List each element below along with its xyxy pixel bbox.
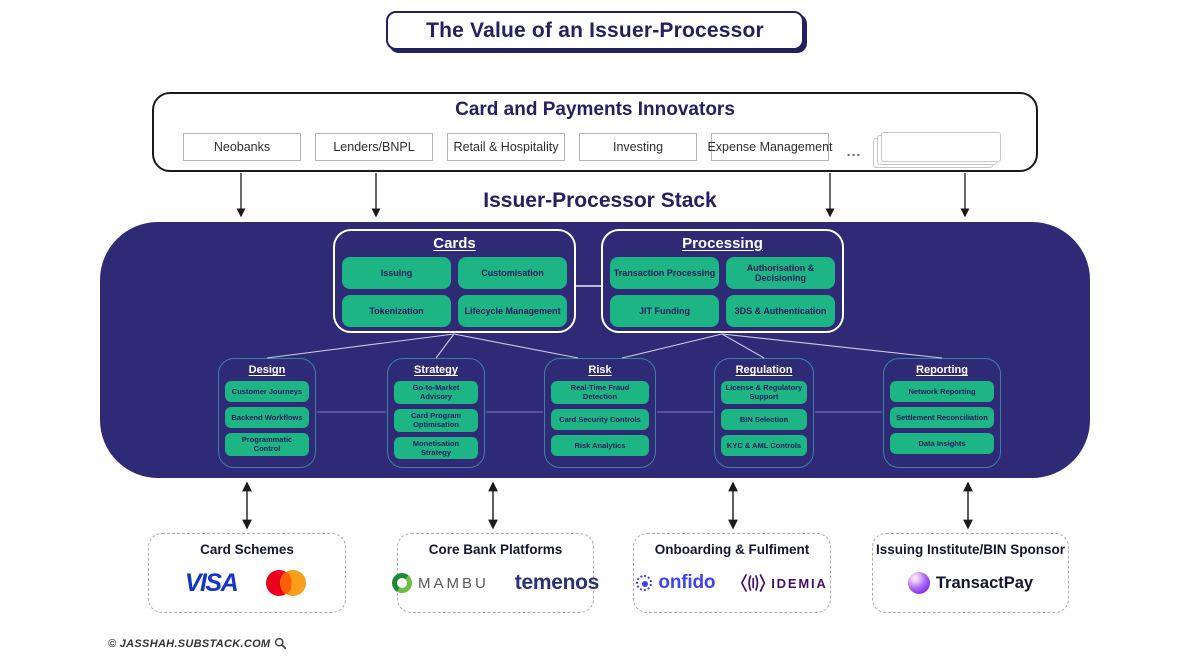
item-risk-analytics: Risk Analytics bbox=[551, 434, 649, 456]
transactpay-sphere-icon bbox=[907, 572, 930, 594]
capability-issuing: Issuing bbox=[342, 257, 451, 289]
item-go-to-market-advisory: Go-to-Market Advisory bbox=[394, 381, 478, 404]
item-real-time-fraud-detection: Real-Time Fraud Detection bbox=[551, 381, 649, 404]
category-reporting-items: Network Reporting Settlement Reconciliat… bbox=[890, 381, 994, 454]
innovator-chip-retail-hospitality: Retail & Hospitality bbox=[447, 133, 565, 161]
capability-authorisation-decisioning: Authorisation & Decisioning bbox=[726, 257, 835, 289]
magnifier-icon bbox=[275, 637, 287, 650]
group-cards-grid: Issuing Customisation Tokenization Lifec… bbox=[342, 257, 567, 327]
item-card-program-optimisation: Card Program Optimisation bbox=[394, 408, 478, 432]
mambu-circle-icon bbox=[391, 573, 412, 593]
category-risk-title: Risk bbox=[588, 364, 612, 376]
mastercard-logo-icon bbox=[266, 570, 307, 596]
innovators-panel: Card and Payments Innovators Neobanks Le… bbox=[152, 92, 1038, 172]
innovator-chip-investing: Investing bbox=[579, 133, 697, 161]
capability-tokenization: Tokenization bbox=[342, 295, 451, 327]
onboarding-logo-row: onfido IDEMIA bbox=[634, 566, 830, 600]
mambu-wordmark: MAMBU bbox=[417, 574, 489, 592]
issuing-logo-row: TransactPay bbox=[873, 566, 1068, 600]
ellipsis-more-indicator: ... bbox=[846, 143, 862, 159]
visa-logo: VISA bbox=[184, 568, 239, 597]
mambu-logo: MAMBU bbox=[391, 573, 489, 593]
category-regulation: Regulation License & Regulatory Support … bbox=[714, 358, 814, 468]
category-regulation-title: Regulation bbox=[735, 364, 793, 376]
group-cards-title: Cards bbox=[433, 235, 476, 252]
item-backend-workflows: Backend Workflows bbox=[225, 407, 309, 428]
item-bin-selection: BIN Selection bbox=[721, 408, 807, 430]
capability-lifecycle-management: Lifecycle Management bbox=[458, 295, 567, 327]
idemia-logo: IDEMIA bbox=[741, 574, 827, 592]
partner-issuing-title: Issuing Institute/BIN Sponsor bbox=[875, 542, 1065, 557]
partner-issuing-institute: Issuing Institute/BIN Sponsor TransactPa… bbox=[872, 533, 1069, 613]
item-card-security-controls: Card Security Controls bbox=[551, 408, 649, 430]
category-reporting: Reporting Network Reporting Settlement R… bbox=[883, 358, 1001, 468]
category-reporting-title: Reporting bbox=[916, 364, 968, 376]
transactpay-wordmark: TransactPay bbox=[935, 573, 1034, 592]
main-title: The Value of an Issuer-Processor bbox=[426, 18, 764, 42]
capability-customisation: Customisation bbox=[458, 257, 567, 289]
item-customer-journeys: Customer Journeys bbox=[225, 381, 309, 402]
main-title-box: The Value of an Issuer-Processor bbox=[386, 11, 804, 50]
category-design: Design Customer Journeys Backend Workflo… bbox=[218, 358, 316, 468]
card-schemes-logo-row: VISA bbox=[149, 566, 345, 600]
category-design-items: Customer Journeys Backend Workflows Prog… bbox=[225, 381, 309, 456]
partner-card-schemes-title: Card Schemes bbox=[200, 542, 294, 557]
partner-core-bank-platforms: Core Bank Platforms MAMBU temenos bbox=[391, 533, 599, 613]
onfido-circle-icon bbox=[636, 575, 653, 591]
idemia-glyph-icon bbox=[741, 574, 766, 592]
partner-card-schemes: Card Schemes VISA bbox=[148, 533, 346, 613]
innovator-chip-expense-management: Expense Management bbox=[707, 133, 833, 161]
capability-3ds-authentication: 3DS & Authentication bbox=[726, 295, 835, 327]
category-design-title: Design bbox=[248, 364, 286, 376]
stack-sheet-front bbox=[881, 132, 1001, 162]
item-settlement-reconciliation: Settlement Reconciliation bbox=[890, 407, 994, 428]
category-strategy: Strategy Go-to-Market Advisory Card Prog… bbox=[387, 358, 485, 468]
category-regulation-items: License & Regulatory Support BIN Selecti… bbox=[721, 381, 807, 456]
item-data-insights: Data Insights bbox=[890, 433, 994, 454]
item-license-regulatory-support: License & Regulatory Support bbox=[721, 381, 807, 404]
core-bank-logo-row: MAMBU temenos bbox=[391, 566, 599, 600]
group-processing-grid: Transaction Processing Authorisation & D… bbox=[610, 257, 835, 327]
category-strategy-items: Go-to-Market Advisory Card Program Optim… bbox=[394, 381, 478, 460]
item-programmatic-control: Programmatic Control bbox=[225, 433, 309, 456]
temenos-logo: temenos bbox=[514, 571, 600, 594]
item-kyc-aml-controls: KYC & AML Controls bbox=[721, 434, 807, 456]
bottom-double-arrows bbox=[242, 481, 973, 530]
innovators-row: Neobanks Lenders/BNPL Retail & Hospitali… bbox=[183, 132, 1014, 168]
partner-onboarding-title: Onboarding & Fulfiment bbox=[654, 542, 810, 557]
group-processing-title: Processing bbox=[682, 235, 763, 252]
footer-credit-text: © JASSHAH.SUBSTACK.COM bbox=[108, 637, 271, 650]
innovator-chip-lenders-bnpl: Lenders/BNPL bbox=[315, 133, 433, 161]
category-risk-items: Real-Time Fraud Detection Card Security … bbox=[551, 381, 649, 456]
group-processing: Processing Transaction Processing Author… bbox=[601, 229, 844, 333]
category-risk: Risk Real-Time Fraud Detection Card Secu… bbox=[544, 358, 656, 468]
category-strategy-title: Strategy bbox=[413, 364, 459, 376]
innovator-chip-neobanks: Neobanks bbox=[183, 133, 301, 161]
innovators-heading: Card and Payments Innovators bbox=[455, 99, 735, 120]
capability-jit-funding: JIT Funding bbox=[610, 295, 719, 327]
stack-heading: Issuer-Processor Stack bbox=[483, 189, 717, 212]
capability-transaction-processing: Transaction Processing bbox=[610, 257, 719, 289]
idemia-wordmark: IDEMIA bbox=[771, 575, 828, 591]
partner-core-bank-title: Core Bank Platforms bbox=[428, 542, 563, 557]
more-innovators-stack-icon bbox=[873, 132, 1001, 168]
partner-onboarding-fulfilment: Onboarding & Fulfiment onfido IDEMIA bbox=[633, 533, 831, 613]
onfido-wordmark: onfido bbox=[658, 572, 716, 593]
group-cards: Cards Issuing Customisation Tokenization… bbox=[333, 229, 576, 333]
item-network-reporting: Network Reporting bbox=[890, 381, 994, 402]
footer-credit: © JASSHAH.SUBSTACK.COM bbox=[108, 637, 287, 650]
transactpay-logo: TransactPay bbox=[907, 572, 1034, 594]
item-monetisation-strategy: Monetisation Strategy bbox=[394, 436, 478, 460]
onfido-logo: onfido bbox=[636, 572, 715, 594]
